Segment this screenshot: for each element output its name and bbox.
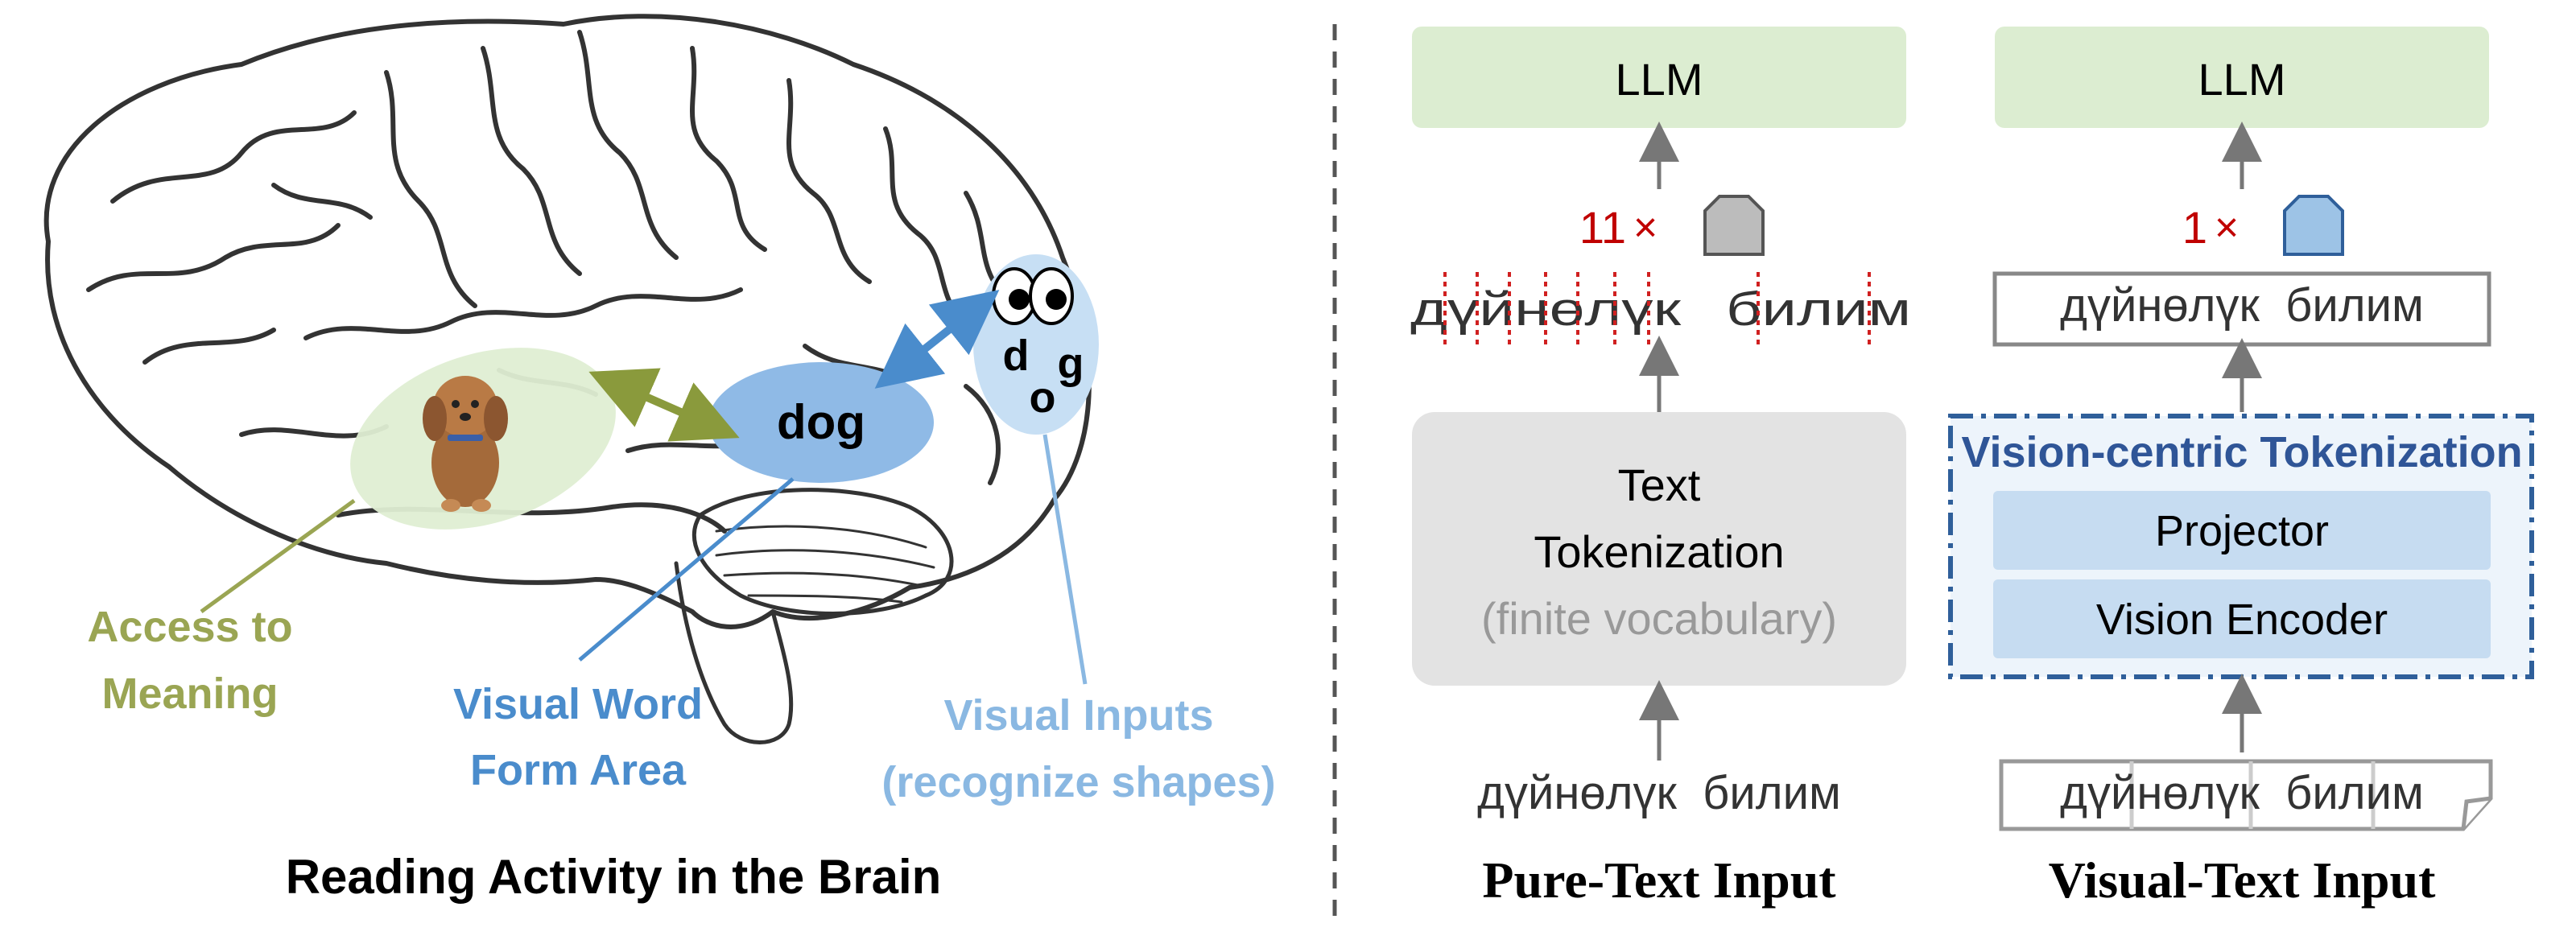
dog-photo xyxy=(423,376,508,512)
pure-token-icon xyxy=(1703,195,1765,256)
encoder-label: Vision Encoder xyxy=(2096,596,2388,644)
visual-input-image xyxy=(1999,759,2493,831)
visual-input-text: дүйнөлүк билим xyxy=(2060,767,2424,819)
input-letter-o: o xyxy=(1030,373,1056,422)
input-letter-d: d xyxy=(1003,332,1030,380)
meaning-leader xyxy=(200,498,356,614)
encoder-box xyxy=(1993,579,2491,658)
pure-tokenized-word2: билим xyxy=(1726,283,1911,336)
visual-token-icon xyxy=(2283,195,2344,256)
vwfa-leader xyxy=(578,477,795,662)
visual-panel-title: Visual-Text Input xyxy=(2049,851,2436,909)
visual-llm-label: LLM xyxy=(2198,54,2286,105)
tokenizer-line2: Tokenization xyxy=(1534,526,1784,577)
pure-panel-title: Pure-Text Input xyxy=(1482,851,1836,909)
visual-llm-box xyxy=(1995,27,2489,128)
pure-times-symbol: × xyxy=(1633,204,1657,251)
token-boundaries xyxy=(1443,272,1871,344)
pure-tokenized-word1: дүйнөлүк xyxy=(1410,283,1682,336)
input-letter-g: g xyxy=(1058,340,1084,388)
rendered-text: дүйнөлүк билим xyxy=(2060,279,2424,332)
meaning-label-line1: Access to xyxy=(87,603,292,651)
vwfa-inputs-arrow xyxy=(874,290,1000,389)
eyes-icon xyxy=(992,267,1074,325)
brain-panel-title: Reading Activity in the Brain xyxy=(286,850,942,904)
tokenizer-line1: Text xyxy=(1618,460,1701,510)
pure-llm-box xyxy=(1412,27,1906,128)
vwfa-region xyxy=(708,362,934,483)
tokenizer-line3: (finite vocabulary) xyxy=(1481,593,1837,644)
vision-tokenization-title: Vision-centric Tokenization xyxy=(1961,428,2522,476)
projector-box xyxy=(1993,491,2491,570)
inputs-leader xyxy=(1042,434,1088,685)
text-tokenization-box xyxy=(1412,412,1906,686)
projector-label: Projector xyxy=(2155,507,2329,555)
inputs-label-line2: (recognize shapes) xyxy=(881,758,1275,806)
pure-token-count: 11 xyxy=(1579,202,1626,253)
pure-llm-label: LLM xyxy=(1616,54,1703,105)
visual-times-symbol: × xyxy=(2215,204,2239,251)
meaning-vwfa-arrow xyxy=(588,368,740,442)
visual-token-count: 1 xyxy=(2182,202,2207,253)
vwfa-label-line1: Visual Word xyxy=(453,680,703,728)
pure-input-text: дүйнөлүк билим xyxy=(1477,767,1841,819)
meaning-label-line2: Meaning xyxy=(101,670,278,718)
vwfa-label-line2: Form Area xyxy=(470,746,687,794)
inputs-label-line1: Visual Inputs xyxy=(943,691,1213,740)
vwfa-word: dog xyxy=(777,395,865,449)
